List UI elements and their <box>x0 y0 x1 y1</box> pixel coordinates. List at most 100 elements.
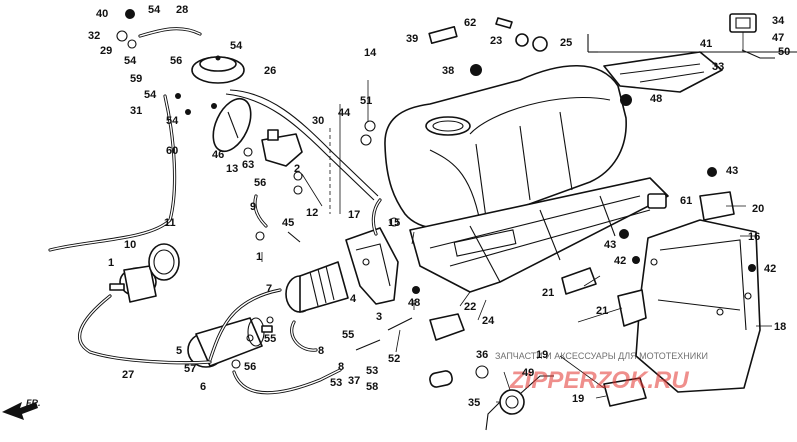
callout-c19a: 19 <box>536 349 548 361</box>
callout-c14: 14 <box>364 47 377 59</box>
callout-c27: 27 <box>122 369 134 381</box>
callout-c37: 37 <box>348 375 360 387</box>
callout-c19b: 19 <box>572 393 584 405</box>
callout-labels: 40 54 28 32 29 54 54 56 26 59 54 31 54 6… <box>88 4 790 409</box>
callout-c60: 60 <box>166 145 178 157</box>
mount-clips <box>429 191 735 407</box>
fuel-hoses <box>48 27 382 395</box>
callout-c44: 44 <box>338 107 351 119</box>
callout-c54a: 54 <box>148 4 161 16</box>
callout-c43a: 43 <box>726 165 738 177</box>
callout-c4: 4 <box>350 293 357 305</box>
callout-c48a: 48 <box>650 93 662 105</box>
callout-c17: 17 <box>348 209 360 221</box>
watermark-caption: ЗАПЧАСТИ И АКСЕССУАРЫ ДЛЯ МОТОТЕХНИКИ <box>495 351 708 361</box>
callout-c53a: 53 <box>330 377 342 389</box>
watermark-brand: ZIPPERZOK.RU <box>509 367 689 394</box>
callout-c5: 5 <box>176 345 182 357</box>
fuel-tank <box>384 65 627 230</box>
callout-c54b: 54 <box>124 55 137 67</box>
callout-c8a: 8 <box>318 345 324 357</box>
callout-c49: 49 <box>522 367 534 379</box>
callout-c63: 63 <box>242 159 254 171</box>
callout-c38: 38 <box>442 65 454 77</box>
callout-c36: 36 <box>476 349 488 361</box>
pump-bracket <box>345 227 399 305</box>
callout-c11: 11 <box>164 217 176 229</box>
callout-c34: 34 <box>772 15 785 27</box>
callout-c3: 3 <box>376 311 382 323</box>
callout-c18: 18 <box>774 321 786 333</box>
callout-c58: 58 <box>366 381 378 393</box>
callout-c29: 29 <box>100 45 112 57</box>
callout-c23: 23 <box>490 35 502 47</box>
callout-c6: 6 <box>200 381 206 393</box>
callout-c55b: 55 <box>342 329 354 341</box>
fuel-valve <box>243 129 303 167</box>
callout-c20: 20 <box>752 203 764 215</box>
callout-c50: 50 <box>778 46 790 58</box>
blower-unit <box>285 261 349 313</box>
direction-label: FR. <box>26 398 41 408</box>
callout-c21a: 21 <box>542 287 554 299</box>
callout-c59: 59 <box>130 73 142 85</box>
callout-c56c: 56 <box>244 361 256 373</box>
callout-c15: 15 <box>388 217 400 229</box>
callout-c47: 47 <box>772 32 784 44</box>
callout-c8b: 8 <box>338 361 344 373</box>
callout-c28: 28 <box>176 4 188 16</box>
callout-c30: 30 <box>312 115 324 127</box>
callout-c2: 2 <box>294 163 300 175</box>
callout-c54e: 54 <box>166 115 179 127</box>
callout-c55a: 55 <box>264 333 276 345</box>
callout-c61: 61 <box>680 195 692 207</box>
watermark: ЗАПЧАСТИ И АКСЕССУАРЫ ДЛЯ МОТОТЕХНИКИ ZI… <box>495 351 708 394</box>
callout-c57: 57 <box>184 363 196 375</box>
callout-c51: 51 <box>360 95 372 107</box>
callout-c35: 35 <box>468 397 480 409</box>
callout-c43b: 43 <box>604 239 616 251</box>
evap-canister <box>191 55 245 84</box>
callout-c7: 7 <box>266 283 272 295</box>
callout-c1b: 1 <box>256 251 262 263</box>
callout-c54c: 54 <box>230 40 243 52</box>
callout-c62: 62 <box>464 17 476 29</box>
canister-bracket <box>212 97 252 153</box>
tank-tray-frame <box>409 177 669 293</box>
callout-c26: 26 <box>264 65 276 77</box>
callout-c56b: 56 <box>254 177 266 189</box>
fasteners <box>116 9 756 369</box>
callout-c12: 12 <box>306 207 318 219</box>
callout-c42a: 42 <box>614 255 626 267</box>
callout-c53b: 53 <box>366 365 378 377</box>
callout-c1a: 1 <box>108 257 114 269</box>
callout-c48b: 48 <box>408 297 420 309</box>
callout-c21b: 21 <box>596 305 608 317</box>
callout-c22: 22 <box>464 301 476 313</box>
callout-c25: 25 <box>560 37 572 49</box>
callout-c46: 46 <box>212 149 224 161</box>
leader-lines <box>261 80 772 403</box>
callout-c52: 52 <box>388 353 400 365</box>
callout-c56a: 56 <box>170 55 182 67</box>
inset-detail <box>587 13 797 93</box>
callout-c45: 45 <box>282 217 294 229</box>
fuel-filter <box>109 243 180 303</box>
callout-c42b: 42 <box>764 263 776 275</box>
callout-c41: 41 <box>700 38 712 50</box>
front-direction-arrow: FR. <box>2 398 41 420</box>
callout-c24: 24 <box>482 315 495 327</box>
fuel-sensor <box>475 365 554 431</box>
callout-c31: 31 <box>130 105 142 117</box>
callout-c10: 10 <box>124 239 136 251</box>
callout-c9: 9 <box>250 201 256 213</box>
callout-c54d: 54 <box>144 89 157 101</box>
callout-c40: 40 <box>96 8 108 20</box>
callout-c13: 13 <box>226 163 238 175</box>
callout-c39: 39 <box>406 33 418 45</box>
callout-c32: 32 <box>88 30 100 42</box>
fuel-pump <box>187 317 273 368</box>
callout-c16: 16 <box>748 231 760 243</box>
